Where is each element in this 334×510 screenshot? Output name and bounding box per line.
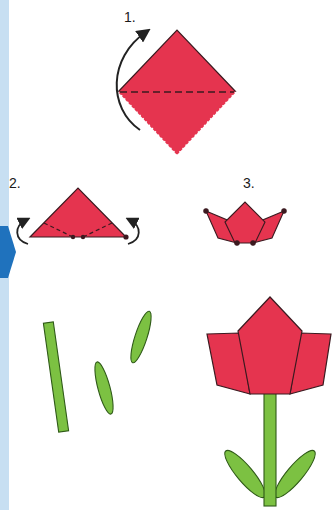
step-number: 2. [9,176,21,190]
step-two-figure [17,188,139,244]
step-number: 3. [243,176,255,190]
step-one-figure [117,30,236,155]
stem-and-leaves-pieces [43,309,155,432]
step-three-figure [204,202,286,245]
step-number: 1. [124,10,136,24]
side-tab [0,226,16,278]
finished-tulip [207,297,331,506]
